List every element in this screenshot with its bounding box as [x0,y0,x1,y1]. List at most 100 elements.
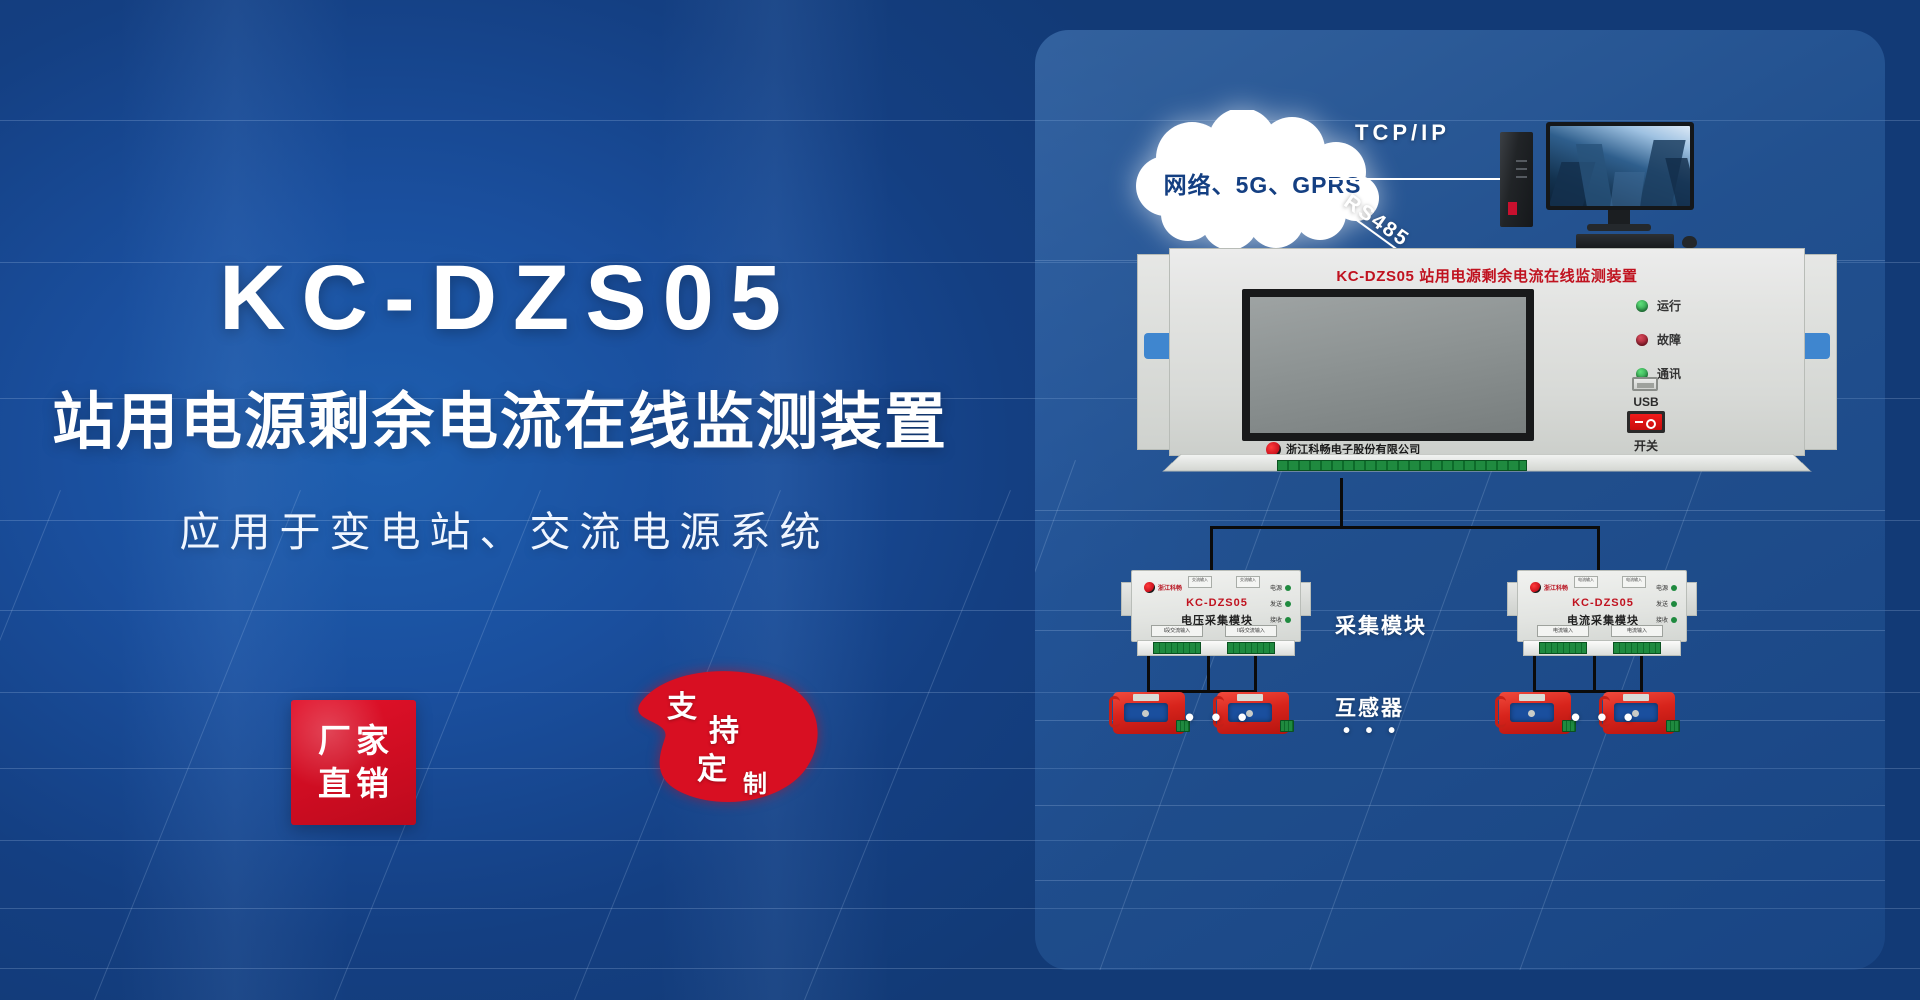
module-voltage-led-rx: 接收 [1270,615,1291,624]
device-panel-title: KC-DZS05 站用电源剩余电流在线监测装置 [1336,268,1638,285]
system-topology-panel: 网络、5G、GPRS TCP/IP RS485 [1035,30,1885,970]
module-voltage-conn-2: II段交流输入 [1225,625,1277,637]
module-voltage-terminal-1 [1153,642,1201,654]
module-current-brand-text: 浙江科畅 [1544,586,1569,592]
ct-drop-left-1 [1147,656,1150,692]
company-logo-icon [1530,582,1541,593]
usb-label: USB [1633,395,1659,409]
module-current-conn-2: 电流输入 [1611,625,1663,637]
comm-led-icon [1636,367,1648,380]
company-logo-icon [1266,441,1281,457]
company-name: 浙江科畅电子股份有限公司 [1286,444,1421,456]
device-rack-ear-left [1137,254,1174,450]
module-voltage-model: KC-DZS05 [1186,597,1248,609]
module-voltage-led-rx-label: 接收 [1269,618,1282,624]
bus-horizontal-line [1210,526,1600,529]
device-led-run: 运行 [1636,297,1681,314]
device-led-comm: 通讯 [1636,365,1681,382]
blob-shape-icon [638,671,818,802]
power-led-icon [1285,584,1291,591]
power-switch-label: 开关 [1633,439,1658,453]
support-custom-char-3: 定 [697,753,727,786]
ct-ellipsis-right: • • • [1571,702,1638,732]
ct-sensor [1109,692,1190,734]
mouse-icon [1682,236,1697,248]
cloud-icon [1136,110,1379,250]
module-voltage-leds: 电源 发送 接收 [1270,583,1291,631]
module-current-conn-1: 电流输入 [1537,625,1589,637]
module-current-chip-1: 电流输入 [1574,576,1598,588]
ct-drop-left-3 [1254,656,1257,692]
monitor-stand [1608,210,1630,226]
page-title: KC-DZS05 [219,247,797,349]
rx-led-icon [1671,616,1677,623]
module-current-model: KC-DZS05 [1572,597,1634,609]
module-voltage-terminal-2 [1227,642,1275,654]
module-current-name: 电流采集模块 [1567,615,1639,627]
device-terminal-strip [1277,460,1527,471]
module-voltage-conn-1: I段交流输入 [1151,625,1203,637]
device-led-fault: 故障 [1636,331,1681,348]
module-current: 浙江科畅 电流输入 电流输入 KC-DZS05 电流采集模块 电源 发送 [1507,570,1697,665]
ct-drop-right-3 [1640,656,1643,692]
module-voltage-name: 电压采集模块 [1181,615,1253,627]
device-front-panel: KC-DZS05 站用电源剩余电流在线监测装置 运行 故障 通讯 [1169,248,1805,457]
run-led-icon [1636,299,1648,312]
main-device: KC-DZS05 站用电源剩余电流在线监测装置 运行 故障 通讯 [1137,248,1837,478]
module-voltage-led-power: 电源 [1270,583,1291,592]
ct-ellipsis-left: • • • [1185,702,1252,732]
headline-block: KC-DZS05 站用电源剩余电流在线监测装置 应用于变电站、交流电源系统 厂家… [51,247,948,825]
fault-led-label: 故障 [1657,333,1682,347]
cloud-label: 网络、5G、GPRS [1163,172,1362,198]
comm-led-label: 通讯 [1657,367,1682,381]
device-brand: 浙江科畅电子股份有限公司 [1266,441,1420,457]
ct-sensor [1213,692,1294,734]
ct-sensor [1599,692,1680,734]
module-voltage-led-tx: 发送 [1270,599,1291,608]
run-led-label: 运行 [1657,299,1682,313]
module-voltage-chip-2: 交流输入 [1236,576,1260,588]
tx-led-icon [1285,600,1291,607]
bus-trunk-line [1340,478,1343,528]
module-current-led-tx-label: 发送 [1655,602,1668,608]
network-cloud: 网络、5G、GPRS [1130,110,1395,255]
usb-port-icon[interactable] [1632,377,1658,391]
device-lcd-screen[interactable] [1242,289,1534,441]
tcpip-label: TCP/IP [1355,120,1450,145]
sensors-caption-ellipsis: • • • [1343,720,1401,742]
power-led-icon [1671,584,1677,591]
application-line: 应用于变电站、交流电源系统 [179,509,830,555]
ct-drop-right-2 [1593,656,1596,692]
factory-direct-line-1: 厂家 [318,722,394,760]
support-custom-char-1: 支 [667,691,697,724]
support-custom-char-4: 制 [743,771,767,798]
sensors-caption: 互感器 [1335,697,1404,720]
module-current-chip-2: 电流输入 [1622,576,1646,588]
power-switch[interactable] [1627,411,1665,433]
monitor-icon [1546,122,1694,210]
device-rack-ear-right [1800,254,1837,450]
module-current-brand: 浙江科畅 [1530,582,1568,593]
module-current-terminal-2 [1613,642,1661,654]
module-voltage-chip-1: 交流输入 [1188,576,1212,588]
product-subtitle: 站用电源剩余电流在线监测装置 [51,388,948,457]
module-voltage-brand-text: 浙江科畅 [1158,586,1183,592]
monitoring-platform: 监控平台 [1490,110,1710,282]
bus-branch-right [1597,526,1600,572]
module-voltage-brand: 浙江科畅 [1144,582,1182,593]
bus-branch-left [1210,526,1213,572]
monitor-base [1587,224,1651,231]
module-current-leds: 电源 发送 接收 [1656,583,1677,631]
tcpip-link-line [1325,178,1515,180]
pc-tower-icon [1500,132,1533,227]
support-custom-char-2: 持 [709,715,739,748]
fault-led-icon [1636,333,1648,346]
support-custom-badge: 支 持 定 制 [613,668,828,808]
company-logo-icon [1144,582,1155,593]
ct-bus-left [1147,690,1257,693]
module-current-led-power: 电源 [1656,583,1677,592]
module-current-led-tx: 发送 [1656,599,1677,608]
ct-sensor [1495,692,1576,734]
tx-led-icon [1671,600,1677,607]
